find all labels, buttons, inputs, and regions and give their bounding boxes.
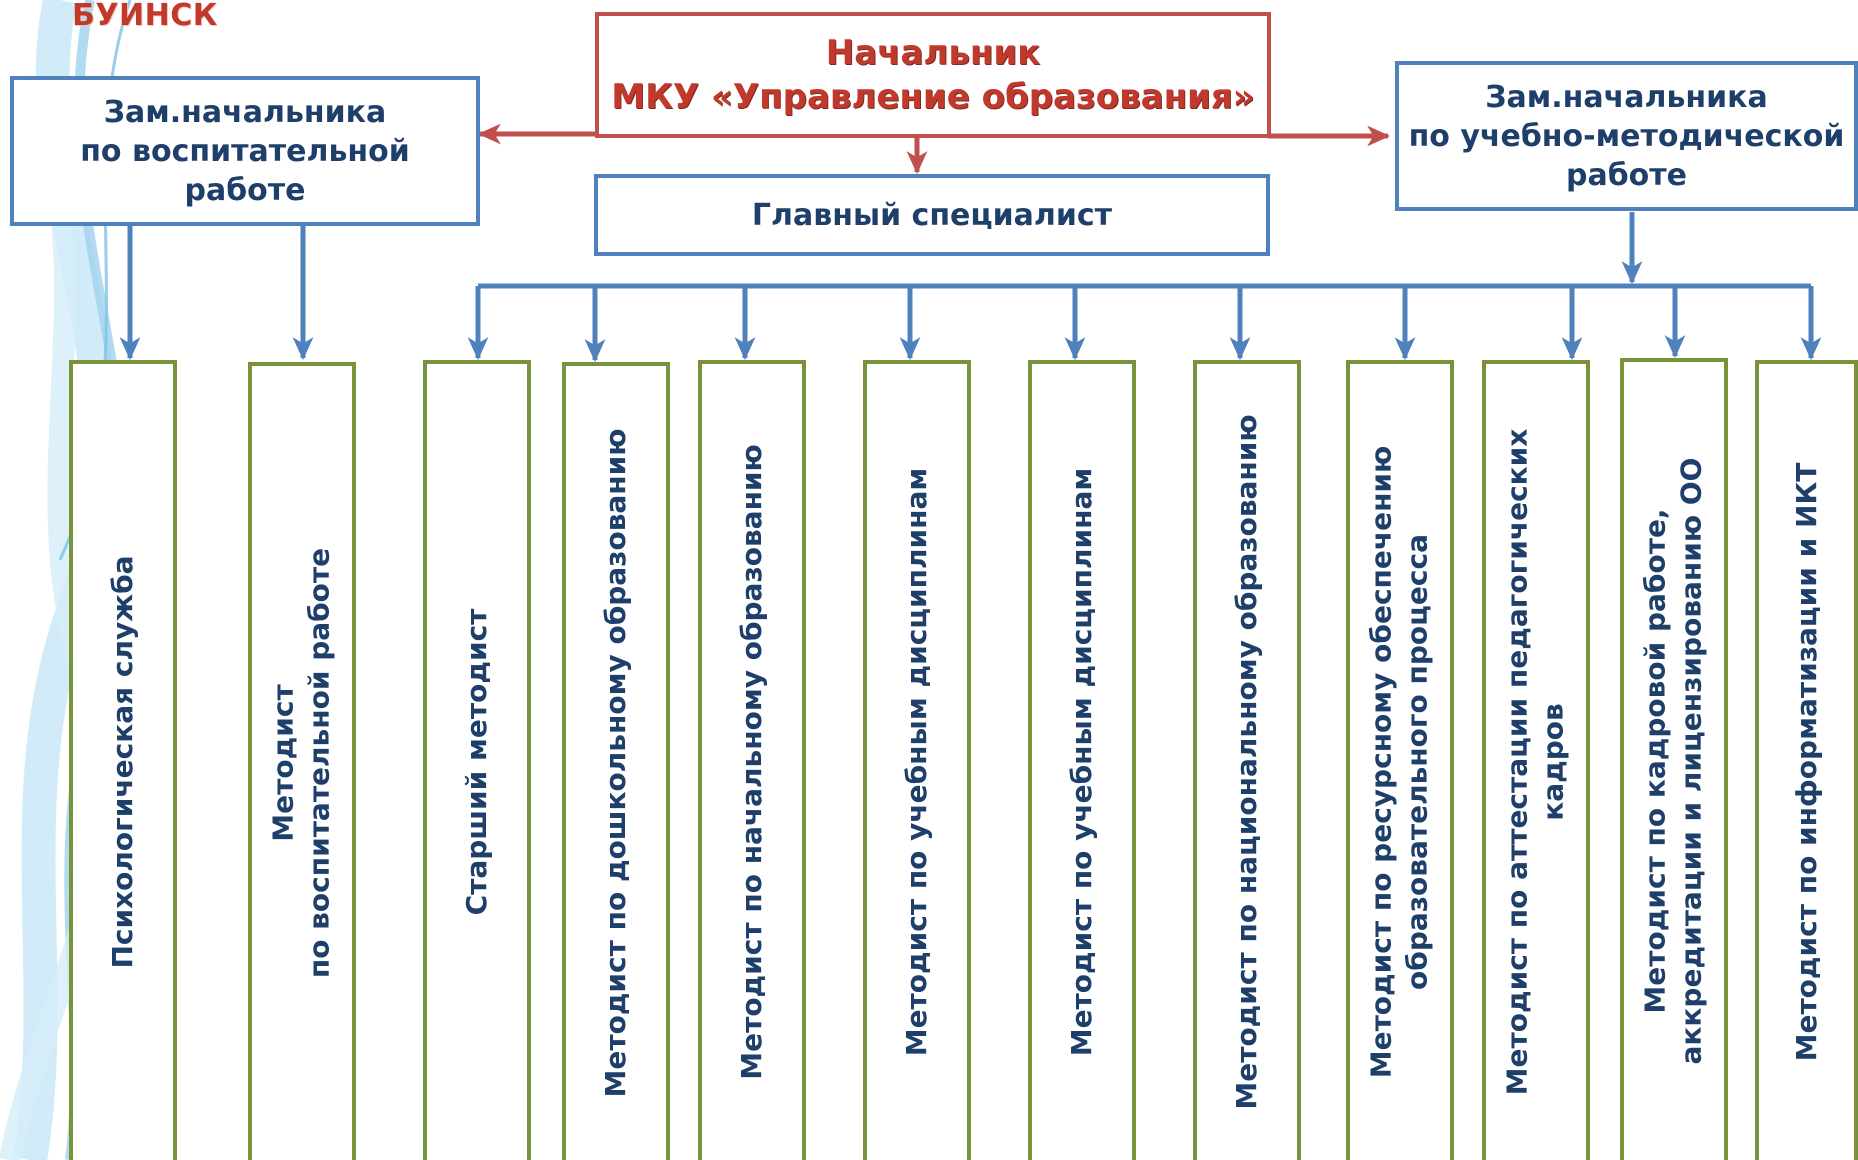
unit-label: Методист по аттестации педагогических ка… [1500, 428, 1570, 1096]
unit-box-6: Методист по учебным дисциплинам [863, 360, 971, 1160]
unit-box-5: Методист по начальному образованию [698, 360, 806, 1160]
unit-label: Методист по ресурсному обеспечению образ… [1364, 445, 1434, 1079]
unit-box-12: Методист по информатизации и ИКТ [1755, 360, 1858, 1160]
unit-label: Методист по национальному образованию [1229, 414, 1263, 1110]
chief-specialist-label: Главный специалист [751, 197, 1113, 233]
unit-label: Методист по кадровой работе, аккредитаци… [1638, 457, 1708, 1065]
unit-box-2: Методист по воспитательной работе [248, 362, 356, 1160]
corner-city-label: БУИНСК [72, 0, 218, 33]
unit-box-4: Методист по дошкольному образованию [562, 362, 670, 1160]
deputy-left-line-3: работе [184, 172, 306, 208]
unit-label: Методист по воспитательной работе [266, 547, 336, 979]
unit-box-11: Методист по кадровой работе, аккредитаци… [1620, 358, 1728, 1160]
unit-label: Методист по учебным дисциплинам [899, 467, 933, 1057]
chief-specialist-box: Главный специалист [594, 174, 1270, 256]
deputy-left-box: Зам.начальника по воспитательной работе [10, 76, 480, 226]
head-box: Начальник МКУ «Управление образования» [595, 12, 1271, 138]
unit-box-7: Методист по учебным дисциплинам [1028, 360, 1136, 1160]
unit-label: Старший методист [459, 608, 493, 916]
deputy-right-line-1: Зам.начальника [1485, 79, 1768, 115]
unit-label: Методист по информатизации и ИКТ [1789, 462, 1823, 1062]
unit-box-1: Психологическая служба [69, 360, 177, 1160]
unit-label: Психологическая служба [105, 555, 139, 969]
deputy-left-line-1: Зам.начальника [103, 94, 387, 130]
head-title: Начальник [825, 32, 1041, 73]
deputy-right-box: Зам.начальника по учебно-методической ра… [1395, 61, 1858, 211]
deputy-left-line-2: по воспитательной [80, 133, 410, 169]
deputy-right-line-3: работе [1565, 157, 1687, 193]
unit-box-8: Методист по национальному образованию [1193, 360, 1301, 1160]
unit-box-10: Методист по аттестации педагогических ка… [1482, 360, 1590, 1160]
unit-box-3: Старший методист [423, 360, 531, 1160]
unit-label: Методист по учебным дисциплинам [1064, 467, 1098, 1057]
deputy-right-line-2: по учебно-методической [1408, 118, 1845, 154]
head-organization: МКУ «Управление образования» [611, 77, 1255, 117]
unit-label: Методист по начальному образованию [734, 444, 768, 1080]
unit-label: Методист по дошкольному образованию [598, 428, 632, 1098]
unit-box-9: Методист по ресурсному обеспечению образ… [1346, 360, 1454, 1160]
